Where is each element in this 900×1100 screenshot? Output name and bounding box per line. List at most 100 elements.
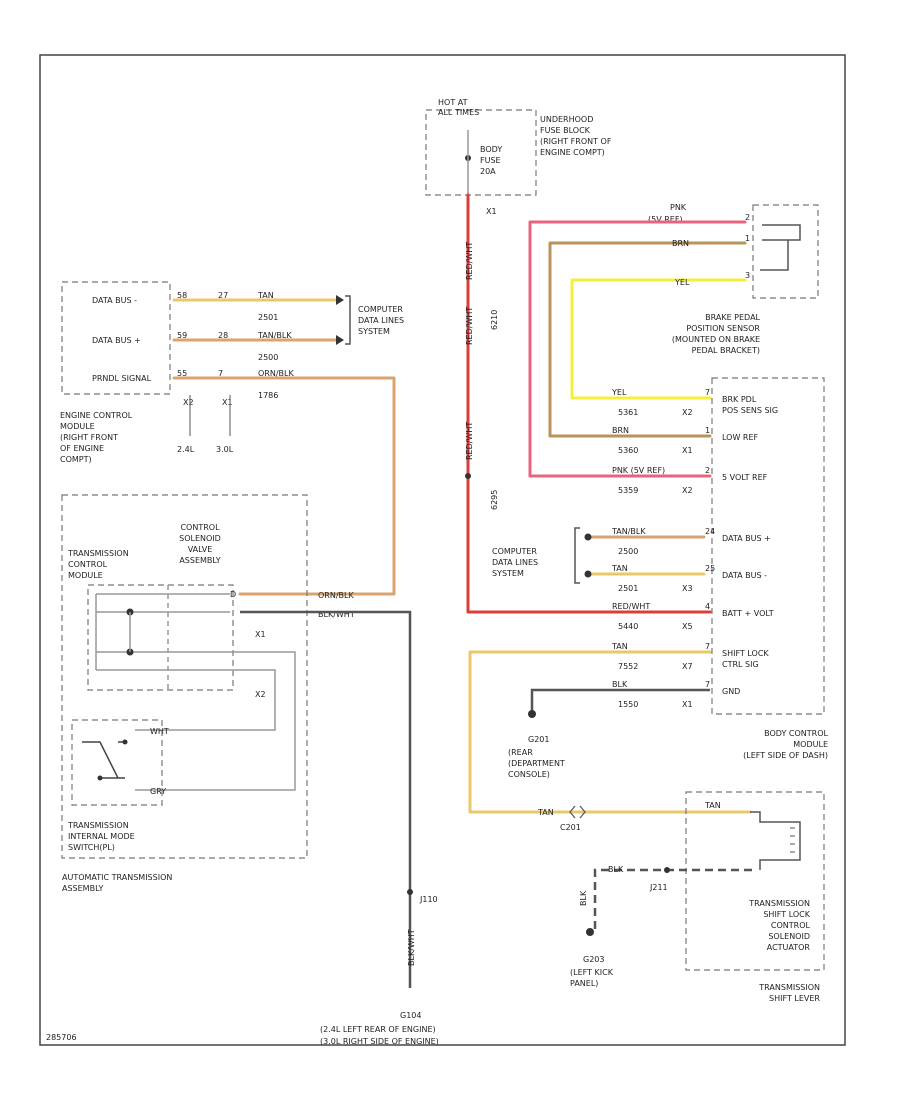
ecm-pin-number-2: 27 (218, 291, 228, 300)
brake-pin-1: 1 (745, 234, 750, 243)
tan-shift-lock-wire (468, 650, 752, 814)
bcm-pin-label: 5 VOLT REF (722, 473, 768, 482)
center-wire-label-b: RED/WHT (465, 307, 474, 345)
g104-note-2: (3.0L RIGHT SIDE OF ENGINE) (320, 1037, 439, 1046)
bcm-circuit: 7552 (618, 662, 638, 671)
bcm-circuit: 1550 (618, 700, 638, 709)
c201-connector (569, 805, 586, 819)
switch-contact-1 (122, 739, 128, 745)
bcm-connector: X1 (682, 446, 693, 455)
yellow-signal-wire (570, 278, 747, 400)
shift-lock-tan-label: TAN (704, 801, 721, 810)
bcm-wire-color: BLK (612, 680, 628, 689)
j110-label: J110 (419, 895, 438, 904)
trans-orn-blk-label: ORN/BLK (318, 591, 354, 600)
bcm-wire-color: YEL (611, 388, 627, 397)
bcm-pin-number: 1 (705, 426, 710, 435)
center-wire-label-c: RED/WHT (465, 422, 474, 460)
yellow-wire-label: YEL (674, 278, 690, 287)
bcm-pin-number: 7 (705, 388, 710, 397)
bcm-pin-number: 7 (705, 642, 710, 651)
diagram-id: 285706 (46, 1033, 77, 1042)
bcm-circuit: 2501 (618, 584, 638, 593)
bcm-wire-color: TAN (611, 564, 628, 573)
brake-sensor-internal (760, 224, 801, 271)
bcm-pin-label: BATT + VOLT (722, 609, 774, 618)
bcm-circuit: 2500 (618, 547, 638, 556)
j110-splice (407, 889, 413, 895)
g201-name: G201 (528, 735, 549, 744)
shift-lock-solenoid (750, 811, 801, 870)
pink-5v-ref-wire (528, 220, 747, 478)
center-wire-circuit-b: 6295 (490, 490, 499, 510)
bcm-pin-label: DATA BUS + (722, 534, 771, 543)
bcm-wire-color: TAN (611, 642, 628, 651)
trans-blk-wht-label: BLK/WHT (318, 610, 355, 619)
trans-x2: X2 (255, 690, 266, 699)
bcm-wire-color: TAN/BLK (611, 527, 646, 536)
bcm-wire-color: PNK (5V REF) (612, 466, 665, 475)
trans-gry-label: GRY (150, 787, 166, 796)
ecm-pin-number: 58 (177, 291, 187, 300)
bcm-connector: X7 (682, 662, 693, 671)
ecm-engine-2: 3.0L (216, 445, 234, 454)
bcm-data-bracket (574, 527, 580, 584)
j211-splice (664, 867, 670, 873)
g203-wire-label: BLK (579, 890, 588, 906)
ecm-wire-color: ORN/BLK (258, 369, 294, 378)
arrow-icon (336, 295, 344, 305)
c201-wire-label: TAN (537, 808, 554, 817)
shift-lock-box (685, 791, 825, 971)
brake-sensor-box (752, 204, 819, 299)
ecm-pin-label: DATA BUS + (92, 336, 141, 345)
ecm-conn-right: X1 (222, 398, 233, 407)
ecm-conn-left: X2 (183, 398, 194, 407)
bcm-wire-color: BRN (612, 426, 629, 435)
g203-ground-symbol (586, 928, 594, 936)
bcm-connector: X5 (682, 622, 693, 631)
g203-ground-wire (593, 868, 752, 930)
brake-pin-2: 2 (745, 213, 750, 222)
ecm-pin-label: DATA BUS - (92, 296, 137, 305)
c201-label: C201 (560, 823, 581, 832)
brown-wire-label: BRN (672, 239, 689, 248)
g104-note-1: (2.4L LEFT REAR OF ENGINE) (320, 1025, 436, 1034)
brake-pin-3: 3 (745, 271, 750, 280)
bcm-data-plus-arrow (584, 533, 592, 541)
mode-switch-box (71, 719, 163, 806)
bcm-connector: X2 (682, 408, 693, 417)
trans-gry-wire (135, 651, 296, 791)
bcm-circuit: 5440 (618, 622, 638, 631)
bcm-pin-number: 25 (705, 564, 715, 573)
bcm-pin-label: LOW REF (722, 433, 759, 442)
trans-assembly-box (61, 494, 308, 859)
fuse-block-box (425, 109, 537, 196)
ecm-wire-color: TAN (257, 291, 274, 300)
trans-x1: X1 (255, 630, 266, 639)
j211-label: J211 (649, 883, 668, 892)
